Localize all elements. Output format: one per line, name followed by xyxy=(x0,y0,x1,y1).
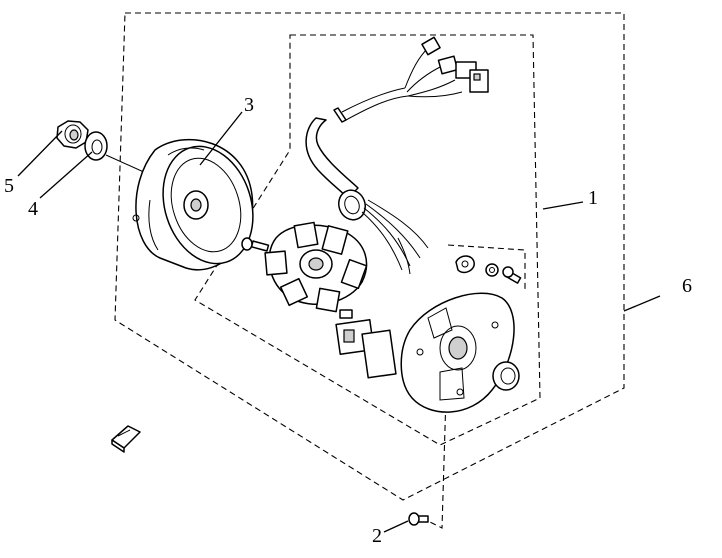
leader-line-6 xyxy=(623,295,661,312)
assembly-boundary-6 xyxy=(114,12,625,501)
assembly-boundary-1 xyxy=(194,34,541,446)
callout-1: 1 xyxy=(588,187,598,209)
callout-4: 4 xyxy=(28,198,38,220)
clamp-washer xyxy=(485,263,499,277)
nut xyxy=(56,120,89,149)
mounting-bolt xyxy=(408,512,429,526)
leader-line-4 xyxy=(39,151,93,199)
leader-line-3 xyxy=(199,111,243,166)
clamp-screw xyxy=(502,266,522,284)
stator-mount-plate xyxy=(400,292,515,413)
woodruff-key xyxy=(111,425,141,453)
stator-screw xyxy=(241,237,270,252)
leader-line-2 xyxy=(383,520,409,533)
leader-line-5 xyxy=(17,130,63,177)
pickup-coil xyxy=(335,309,397,379)
callout-2: 2 xyxy=(372,525,382,547)
callout-3: 3 xyxy=(244,94,254,116)
wire-harness xyxy=(305,36,489,275)
stator-coil xyxy=(264,221,368,313)
wire-clamp xyxy=(455,255,475,274)
oil-seal xyxy=(492,361,520,391)
bolt-lead-line xyxy=(425,394,447,529)
mount-plate-boundary xyxy=(447,244,526,292)
flywheel-rotor xyxy=(132,138,254,271)
callout-5: 5 xyxy=(4,175,14,197)
shaft-line xyxy=(105,154,147,174)
leader-line-1 xyxy=(542,201,584,210)
callout-6: 6 xyxy=(682,275,692,297)
